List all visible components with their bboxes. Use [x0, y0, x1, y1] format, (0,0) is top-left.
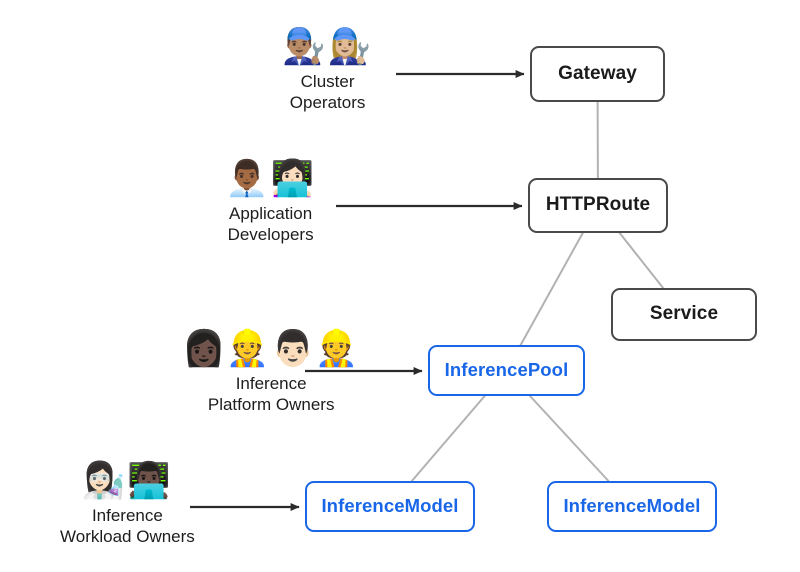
persona-label-line: Workload Owners	[60, 527, 195, 547]
node-label: InferenceModel	[563, 495, 701, 517]
edge-pool-model-left	[410, 395, 486, 482]
node-model_left[interactable]: InferenceModel	[305, 481, 475, 532]
persona-label-line: Application	[228, 204, 313, 223]
mechanic-pair-icon: 👨🏽‍🔧👩🏼‍🔧	[282, 27, 374, 67]
persona-label-line: Inference	[91, 506, 163, 525]
construction-worker-pair-icon: 👩🏿‍👷👨🏻‍👷	[182, 329, 361, 369]
persona-label-line: Inference	[235, 374, 307, 393]
edge-httproute-pool	[519, 232, 584, 346]
node-service[interactable]: Service	[611, 288, 757, 341]
node-label: InferenceModel	[321, 495, 459, 517]
node-pool[interactable]: InferencePool	[428, 345, 585, 396]
persona-label-line: Cluster	[300, 72, 355, 91]
persona-arrows	[190, 70, 525, 511]
office-worker-technologist-pair-icon: 👨🏾‍💼👩🏻‍💻	[225, 159, 317, 199]
persona-label-line: Operators	[289, 93, 366, 113]
node-label: InferencePool	[444, 359, 569, 381]
node-model_right[interactable]: InferenceModel	[547, 481, 717, 532]
persona-label-line: Developers	[227, 225, 314, 245]
node-label: Service	[649, 303, 719, 325]
edge-httproute-service	[618, 232, 665, 289]
node-label: Gateway	[558, 62, 637, 84]
node-label: HTTPRoute	[545, 194, 651, 216]
node-httproute[interactable]: HTTPRoute	[528, 178, 668, 233]
resource-relationship-lines	[410, 101, 665, 482]
scientist-technologist-pair-icon: 👩🏻‍🔬👨🏿‍💻	[81, 461, 173, 501]
persona-label-line: Platform Owners	[207, 395, 335, 415]
edge-pool-model-right	[529, 395, 610, 482]
node-gateway[interactable]: Gateway	[530, 46, 665, 102]
